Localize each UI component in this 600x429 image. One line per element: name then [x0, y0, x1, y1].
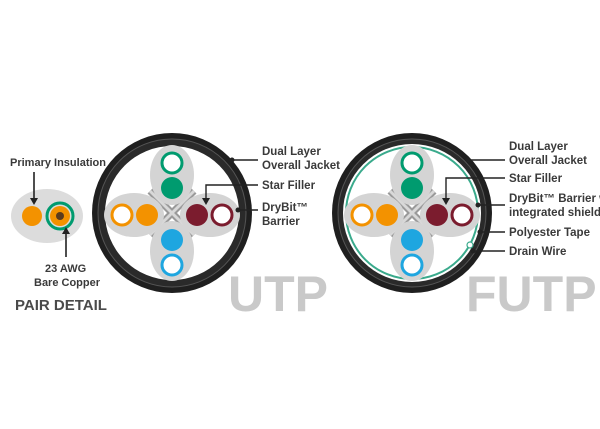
utp-blue-white-conductor	[160, 253, 184, 277]
futp-green-conductor	[401, 177, 423, 199]
utp-star-filler-arrowhead	[202, 198, 210, 205]
utp-green-white-conductor	[160, 151, 184, 175]
utp-brown-white-conductor	[210, 203, 234, 227]
pair-detail-title: PAIR DETAIL	[15, 297, 107, 314]
futp-polyester-tape-label: Polyester Tape	[509, 227, 590, 239]
futp-star-filler-leader	[445, 177, 505, 200]
futp-orange-white-conductor	[350, 203, 374, 227]
futp-drain-wire	[466, 241, 474, 249]
utp-orange-conductor	[136, 204, 158, 226]
futp-barrier-label-line1: DryBit™ Barrier w/	[509, 193, 600, 205]
utp-brown-conductor	[186, 204, 208, 226]
futp-barrier-label-line2: integrated shield	[509, 207, 600, 219]
futp-title: FUTP	[466, 266, 597, 322]
utp-star-filler-leader	[205, 184, 258, 200]
awg-label-line1: 23 AWG	[45, 263, 86, 275]
utp-barrier-leader-dot	[235, 207, 241, 213]
futp-jacket-label-line2: Overall Jacket	[509, 155, 587, 167]
pair-detail-orange-conductor	[22, 206, 42, 226]
futp-green-white-conductor	[400, 151, 424, 175]
primary-insulation-arrowhead	[30, 198, 38, 205]
futp-drain-leader-dot	[470, 248, 476, 254]
futp-orange-conductor	[376, 204, 398, 226]
utp-barrier-label-line2: Barrier	[262, 216, 300, 228]
futp-star-filler-arrowhead	[442, 198, 450, 205]
utp-green-conductor	[161, 177, 183, 199]
utp-jacket-label-line2: Overall Jacket	[262, 160, 340, 172]
awg-label-line2: Bare Copper	[34, 277, 101, 289]
futp-tape-leader-dot	[477, 229, 483, 235]
futp-drain-wire-label: Drain Wire	[509, 246, 566, 258]
utp-orange-white-conductor	[110, 203, 134, 227]
futp-cable: Dual Layer Overall Jacket Star Filler Dr…	[332, 133, 600, 322]
pair-detail-copper-core	[56, 212, 64, 220]
utp-star-filler-label: Star Filler	[262, 180, 316, 192]
futp-barrier-leader-dot	[475, 202, 481, 208]
utp-jacket-label-line1: Dual Layer	[262, 146, 321, 158]
futp-jacket-leader-dot	[465, 157, 471, 163]
pair-detail-insulation-ring	[45, 201, 75, 231]
utp-cable: Dual Layer Overall Jacket Star Filler Dr…	[92, 133, 340, 322]
futp-brown-white-conductor	[450, 203, 474, 227]
primary-insulation-label: Primary Insulation	[10, 157, 106, 169]
futp-blue-conductor	[401, 229, 423, 251]
futp-jacket-label-line1: Dual Layer	[509, 141, 568, 153]
utp-barrier-label-line1: DryBit™	[262, 202, 308, 214]
utp-blue-conductor	[161, 229, 183, 251]
utp-jacket-leader-dot	[229, 157, 235, 163]
futp-star-filler-label: Star Filler	[509, 173, 563, 185]
futp-brown-conductor	[426, 204, 448, 226]
awg-arrowhead	[62, 227, 70, 234]
utp-title: UTP	[228, 266, 328, 322]
pair-detail-group: Primary Insulation 23 AWG Bare Copper PA…	[10, 157, 107, 314]
futp-blue-white-conductor	[400, 253, 424, 277]
